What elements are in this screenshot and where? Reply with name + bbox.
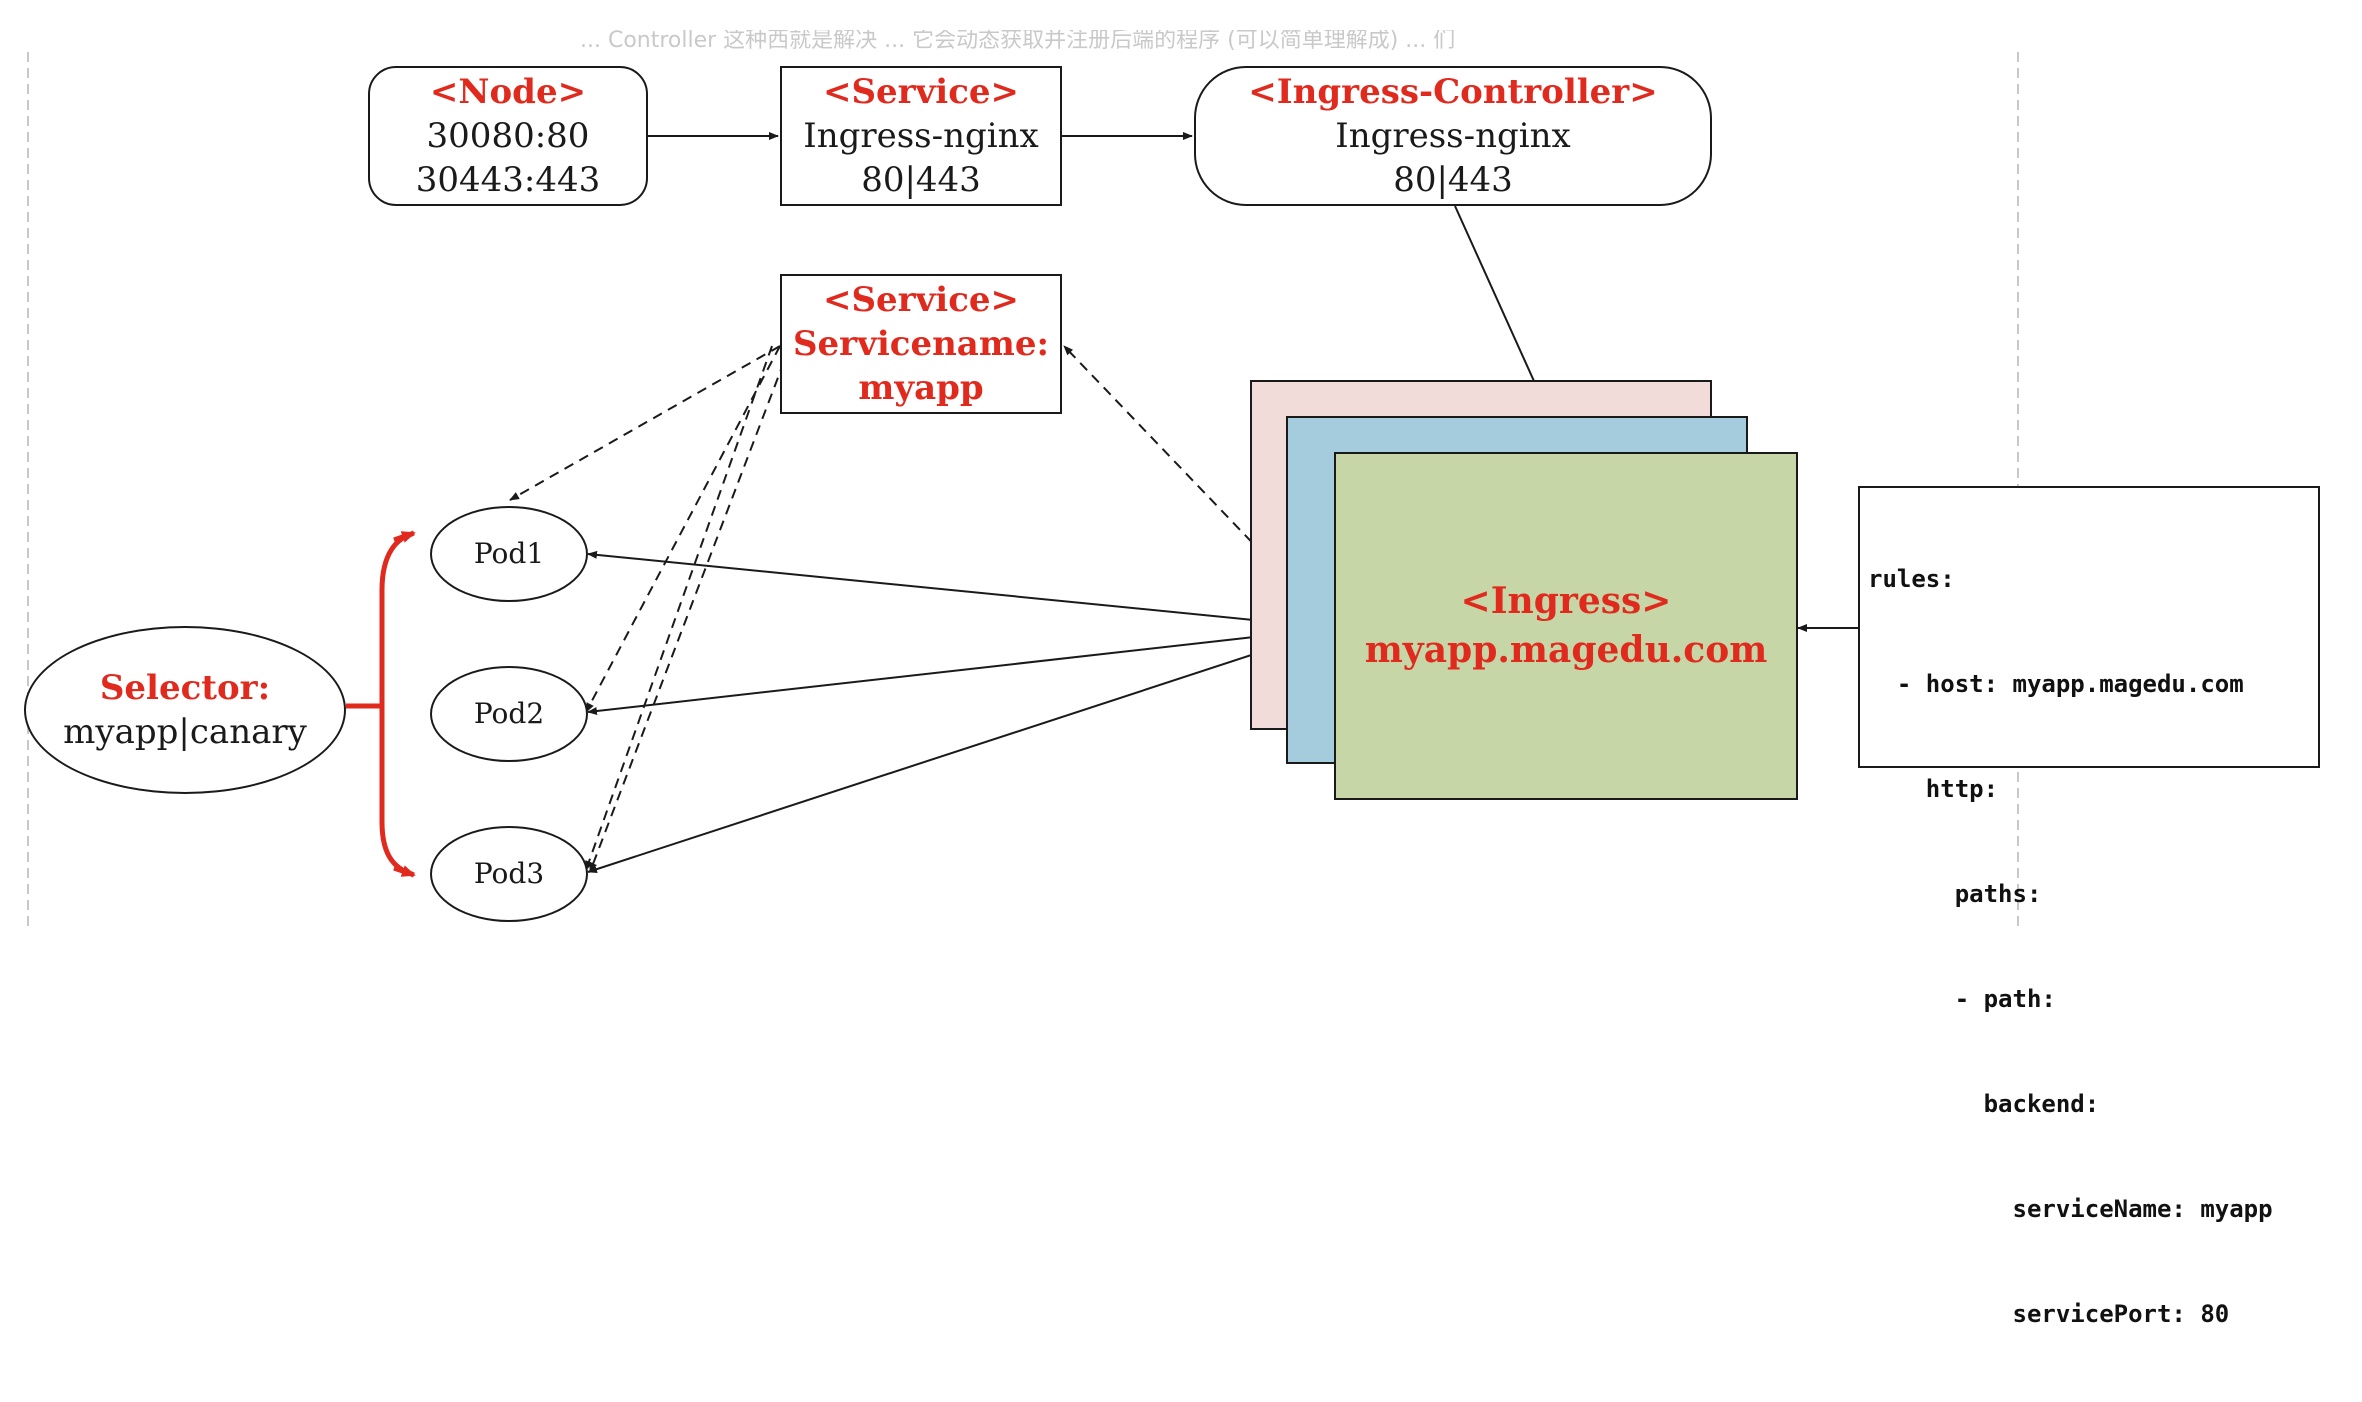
node-port-http: 30080:80 xyxy=(426,115,590,156)
edge-ingress-to-pod3 xyxy=(587,627,1335,874)
ingress-controller-ports: 80|443 xyxy=(1393,160,1513,201)
ingress-heading: <Ingress> xyxy=(1460,580,1672,623)
yaml-line: - path: xyxy=(1868,985,2056,1013)
service-myapp-box: <Service> Servicename: myapp xyxy=(780,274,1062,414)
pod3-node: Pod3 xyxy=(430,826,588,922)
node-box: <Node> 30080:80 30443:443 xyxy=(368,66,648,206)
ingress-layer-front: <Ingress> myapp.magedu.com xyxy=(1334,452,1798,800)
edge-ingress-to-pod1 xyxy=(587,550,1335,629)
service-myapp-name: myapp xyxy=(858,368,984,409)
service-myapp-label: Servicename: xyxy=(792,323,1049,364)
pod1-node: Pod1 xyxy=(430,506,588,602)
ingress-controller-heading: <Ingress-Controller> xyxy=(1248,71,1658,112)
edge-service-to-pod3-b xyxy=(589,345,791,873)
edge-service-to-pod3-a xyxy=(585,345,773,871)
ingress-host: myapp.magedu.com xyxy=(1364,629,1768,671)
selector-heading: Selector: xyxy=(99,667,271,708)
edges-layer xyxy=(27,52,2019,932)
node-port-https: 30443:443 xyxy=(415,160,601,201)
edge-ingress-to-pod2 xyxy=(587,627,1335,715)
service-myapp-heading: <Service> xyxy=(822,279,1020,320)
cropped-caption-text: ... Controller 这种西就是解决 ... 它会动态获取并注册后端的程… xyxy=(580,30,1456,52)
edge-service-to-pod2 xyxy=(585,345,781,713)
selector-value: myapp|canary xyxy=(63,712,307,752)
selector-bracket xyxy=(379,531,413,877)
yaml-line: http: xyxy=(1868,775,1999,803)
ingress-controller-name: Ingress-nginx xyxy=(1335,115,1571,156)
ingress-controller-box: <Ingress-Controller> Ingress-nginx 80|44… xyxy=(1194,66,1712,206)
node-heading: <Node> xyxy=(429,71,587,112)
yaml-line: servicePort: 80 xyxy=(1868,1300,2230,1328)
pod1-label: Pod1 xyxy=(473,536,545,570)
pod3-label: Pod3 xyxy=(473,856,545,890)
diagram-canvas: ... Controller 这种西就是解决 ... 它会动态获取并注册后端的程… xyxy=(24,30,2320,1328)
service-ingress-heading: <Service> xyxy=(822,71,1020,112)
selector-arrow-bottom xyxy=(393,865,416,878)
yaml-line: rules: xyxy=(1868,565,1955,593)
service-ingress-name: Ingress-nginx xyxy=(803,115,1039,156)
edge-service-to-pod1 xyxy=(509,345,781,501)
edge-ingress-to-service xyxy=(1063,345,1335,629)
service-ingress-nginx-box: <Service> Ingress-nginx 80|443 xyxy=(780,66,1062,206)
selector-arrow-top xyxy=(393,530,416,543)
service-ingress-ports: 80|443 xyxy=(861,160,981,201)
pod2-node: Pod2 xyxy=(430,666,588,762)
ingress-rules-yaml: rules: - host: myapp.magedu.com http: pa… xyxy=(1858,486,2320,1328)
yaml-line: - host: myapp.magedu.com xyxy=(1868,670,2244,698)
pod2-label: Pod2 xyxy=(473,696,545,730)
selector-ellipse: Selector: myapp|canary xyxy=(24,626,346,794)
yaml-line: paths: xyxy=(1868,880,2042,908)
yaml-line: serviceName: myapp xyxy=(1868,1195,2273,1223)
yaml-line: backend: xyxy=(1868,1090,2100,1118)
